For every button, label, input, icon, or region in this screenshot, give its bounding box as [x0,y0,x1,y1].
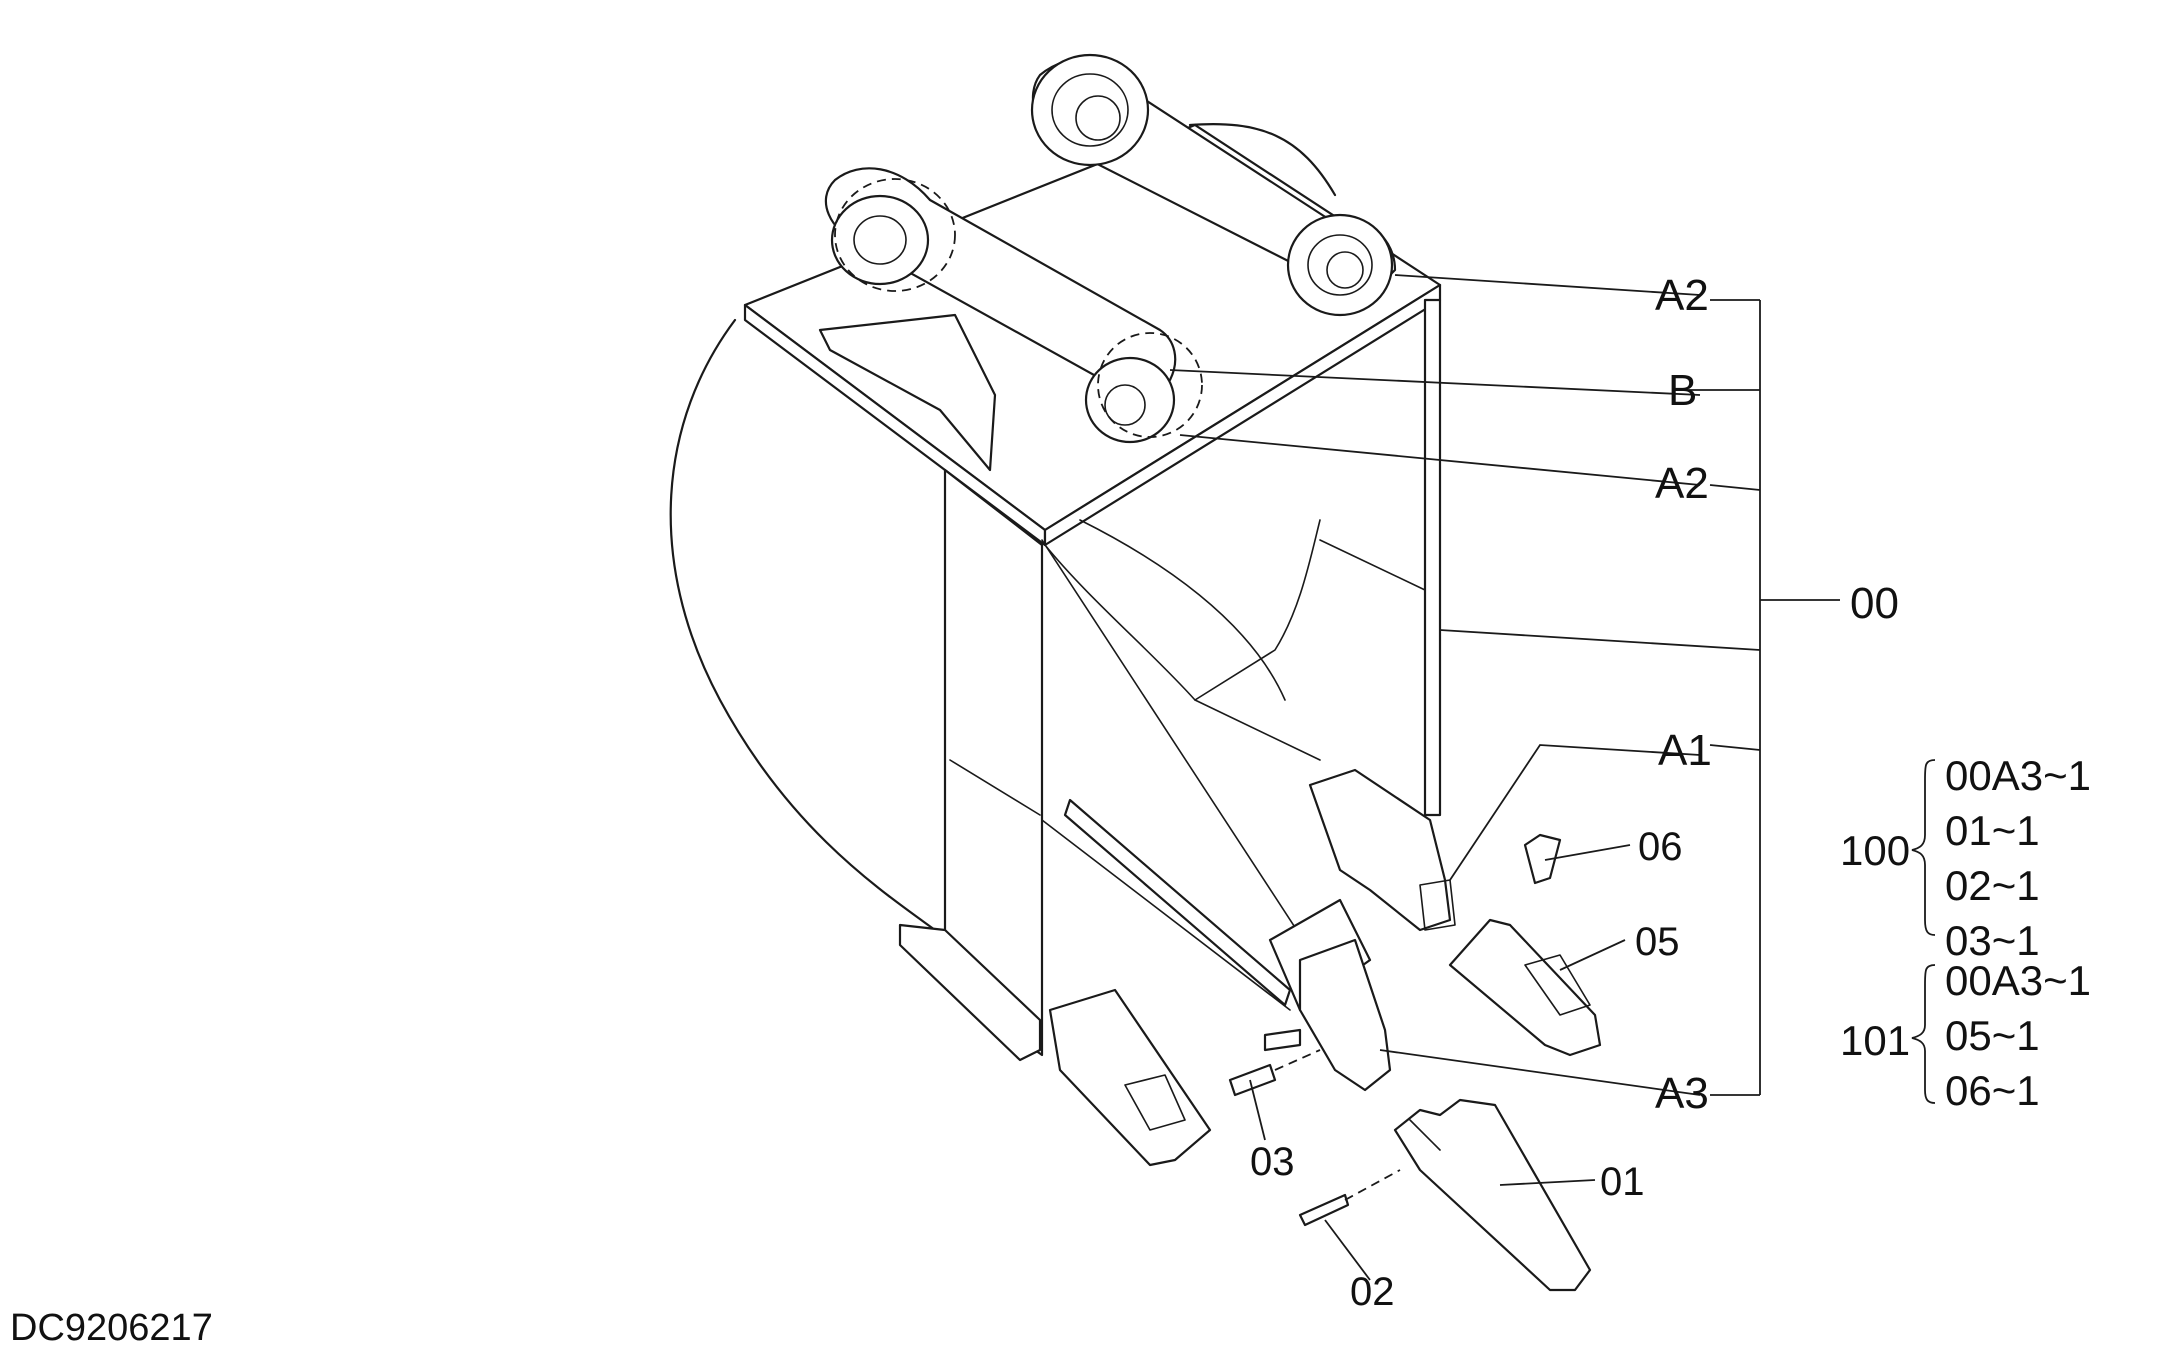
kit-101-item: 00A3~1 [1945,957,2091,1004]
pin-boss-top-left [830,178,956,292]
kit-101-item: 06~1 [1945,1067,2040,1114]
mounted-tooth-left [1048,988,1212,1167]
callout-labels: A2 B A2 00 A1 A3 06 05 03 01 02 [1250,271,1899,1314]
label-a2-mid: A2 [1655,459,1709,508]
kit-100-item: 00A3~1 [1945,752,2091,799]
part-03-pin [1228,1049,1321,1097]
label-b: B [1668,366,1697,415]
bucket-assembly [669,53,1456,1167]
label-01: 01 [1600,1160,1645,1204]
leader-lines [1169,274,1840,1281]
label-a2-top: A2 [1655,271,1709,320]
pin-boss-top-rear [1030,53,1150,167]
label-a1: A1 [1658,726,1712,775]
kit-braces [1911,759,1936,1104]
label-02: 02 [1350,1270,1395,1314]
kit-100: 100 00A3~1 01~1 02~1 03~1 [1840,752,2091,964]
label-06: 06 [1638,825,1683,869]
kit-100-item: 03~1 [1945,917,2040,964]
part-05-tooth [1448,918,1602,1057]
label-05: 05 [1635,920,1680,964]
mounted-tooth-center [1263,938,1392,1092]
kit-100-item: 01~1 [1945,807,2040,854]
part-02-pin [1298,1169,1401,1227]
label-a3: A3 [1655,1069,1709,1118]
kit-101: 101 00A3~1 05~1 06~1 [1840,957,2091,1114]
kit-101-item: 05~1 [1945,1012,2040,1059]
part-01-tooth [1393,1098,1592,1292]
label-00: 00 [1850,579,1899,628]
label-03: 03 [1250,1140,1295,1184]
kit-100-number: 100 [1840,827,1910,874]
kit-100-item: 02~1 [1945,862,2040,909]
pin-boss-right [1286,213,1394,317]
pin-boss-b [1084,332,1203,444]
drawing-code: DC9206217 [10,1307,213,1349]
kit-101-number: 101 [1840,1017,1910,1064]
adapter-a1 [1308,768,1456,932]
